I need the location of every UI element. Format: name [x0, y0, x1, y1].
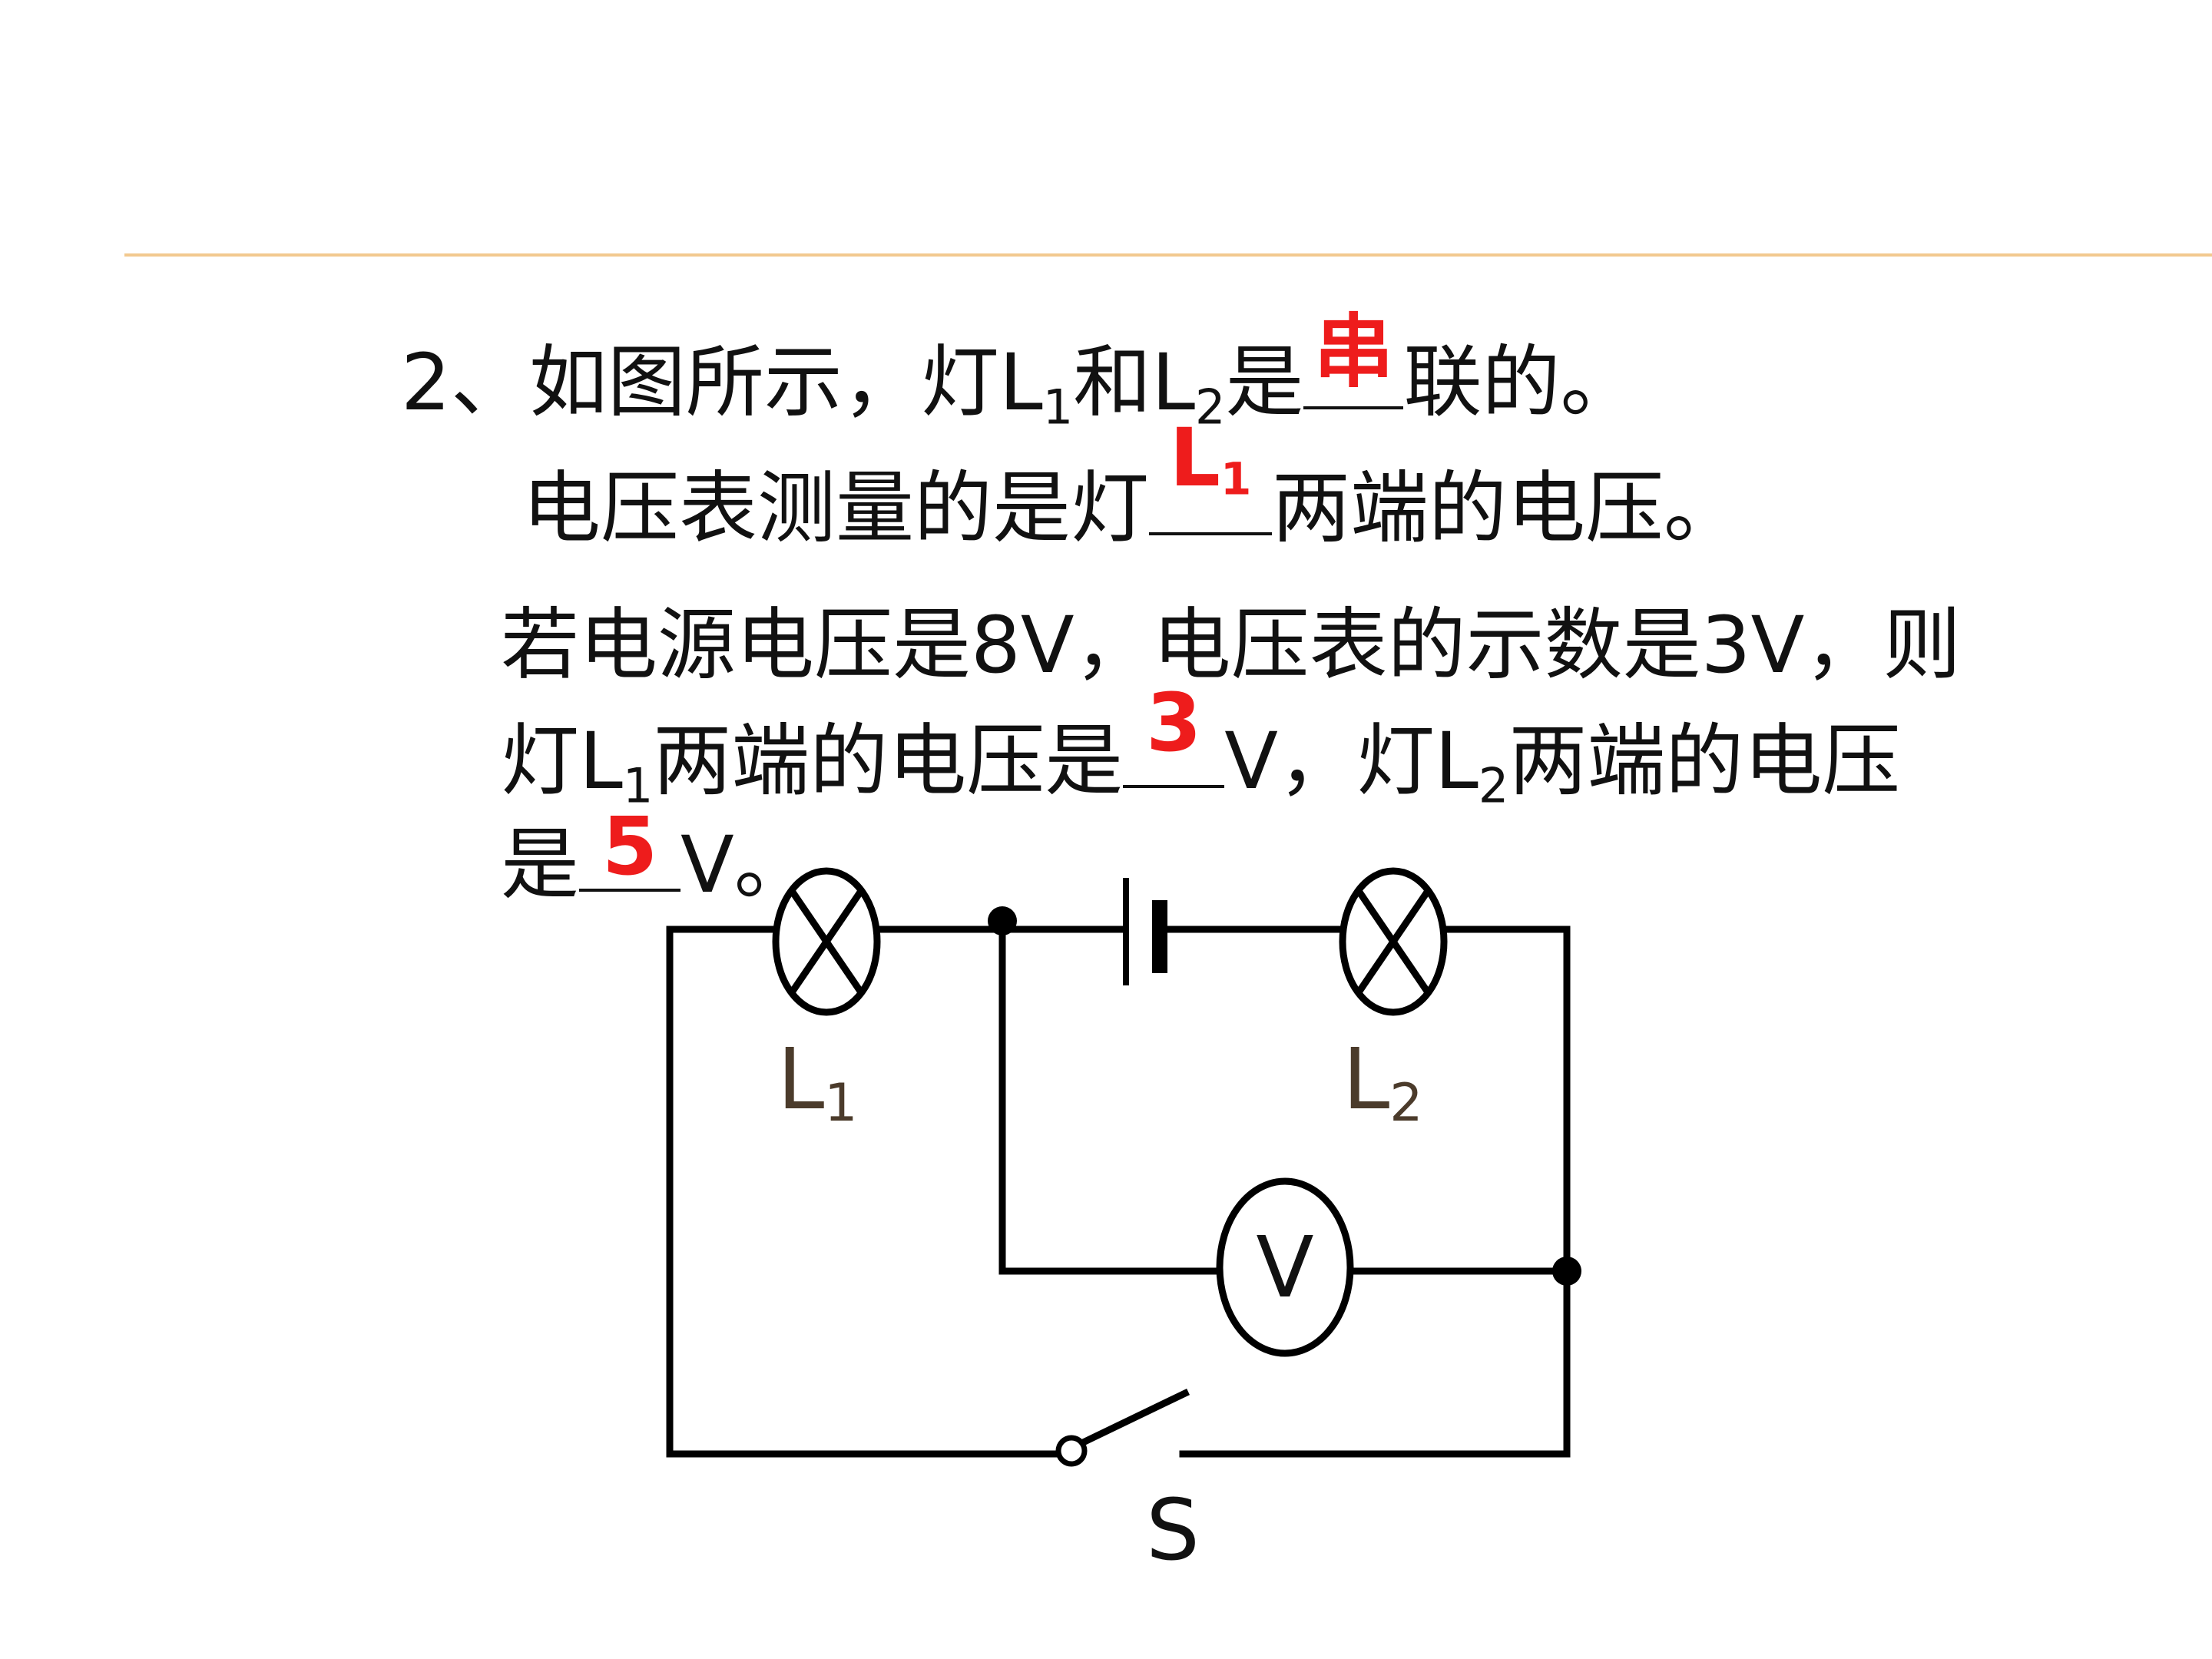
line3-text: 若电源电压是8V，电压表的示数是3V，则 — [501, 600, 1962, 691]
lamp-l1-label: L1 — [777, 1030, 858, 1134]
junction-dot-top — [988, 906, 1017, 935]
line4-mid: 两端的电压是 — [653, 715, 1124, 807]
switch-label: S — [1146, 1481, 1200, 1579]
line5-prefix: 是 — [501, 819, 579, 911]
answer-connection-type: 串 — [1313, 305, 1394, 399]
line4-after-blank: V，灯L — [1224, 715, 1479, 807]
answer-sub: 1 — [1220, 452, 1252, 505]
line1-sub2: 2 — [1195, 379, 1226, 435]
line4-prefix: 灯L — [501, 715, 623, 807]
answer-l2-voltage: 5 — [601, 800, 658, 893]
junction-dot-right — [1552, 1257, 1581, 1286]
line1-sub1: 1 — [1042, 379, 1074, 435]
blank-l1-voltage[interactable]: 3 — [1123, 683, 1225, 788]
line1-prefix: 2、如图所示，灯L — [401, 336, 1043, 429]
blank-l2-voltage[interactable]: 5 — [579, 806, 680, 892]
blank-connection-type[interactable]: 串 — [1303, 312, 1404, 409]
line2-after-blank: 两端的电压。 — [1272, 462, 1742, 555]
battery-icon — [1123, 878, 1167, 985]
switch-pivot-icon — [1055, 1435, 1088, 1467]
voltmeter-label: V — [1256, 1218, 1313, 1316]
lamp-l1-icon — [772, 867, 881, 1016]
title-divider — [124, 253, 2212, 257]
line1-mid: 和L — [1073, 336, 1196, 429]
line1-before-blank: 是 — [1225, 336, 1304, 429]
line1-after-blank: 联的。 — [1403, 336, 1639, 429]
answer-measured-lamp: L1 — [1149, 418, 1272, 502]
question-line-3: 若电源电压是8V，电压表的示数是3V，则 — [501, 607, 1961, 685]
voltmeter-icon: V — [1216, 1177, 1354, 1357]
answer-l1-voltage: 3 — [1146, 676, 1202, 770]
answer-letter: L — [1169, 411, 1220, 505]
line2-prefix: 电压表测量的是灯 — [522, 462, 1149, 555]
lamp-l2-label: L2 — [1343, 1030, 1423, 1134]
lamp-l2-icon — [1339, 867, 1448, 1016]
line4-sub1: 1 — [622, 757, 654, 814]
line4-suffix: 两端的电压 — [1508, 715, 1901, 807]
switch-blade[interactable] — [1075, 1388, 1190, 1449]
question-line-1: 2、如图所示，灯L1和L2是串联的。 — [401, 312, 1639, 431]
line4-sub2: 2 — [1478, 757, 1509, 814]
blank-measured-lamp[interactable]: L1 — [1149, 418, 1272, 535]
